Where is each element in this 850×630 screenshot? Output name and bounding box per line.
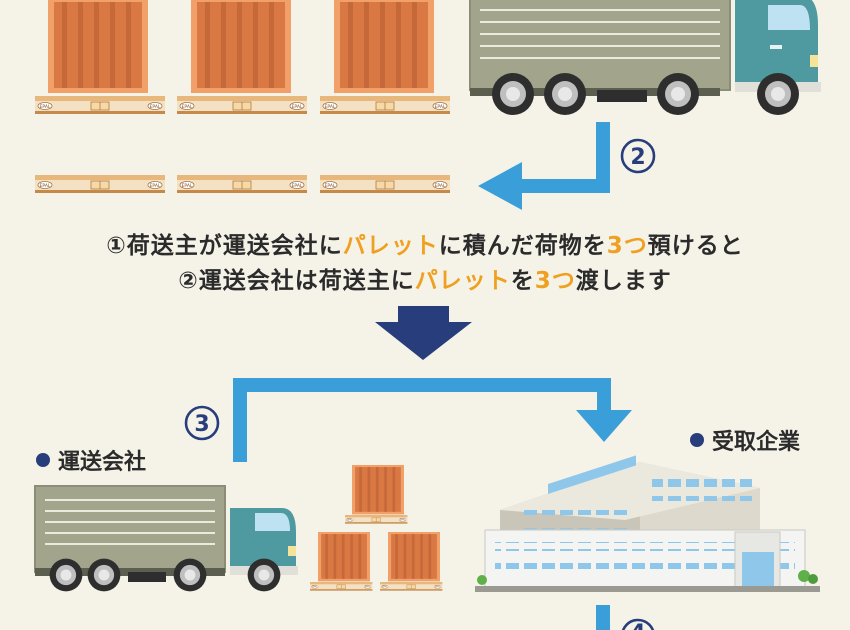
caption-line-2-segment: 3つ [534,268,576,294]
caption-line-2-segment: 渡します [575,268,672,294]
caption-line-1-segment: パレット [342,233,439,259]
down-arrow [375,306,472,360]
caption-line-2-segment: を [510,268,535,294]
bullet-dot [36,453,50,467]
return-arrow [478,122,610,210]
loaded-pallet-1 [34,0,166,115]
empty-pallet-3 [319,174,451,194]
caption-line-1-segment: ①荷送主が運送会社に [106,233,343,259]
empty-pallet-1 [34,174,166,194]
bullet-dot [690,433,704,447]
empty-pallet-2 [176,174,308,194]
caption-line-1: ①荷送主が運送会社にパレットに積んだ荷物を3つ預けると [0,226,850,260]
step-3-badge: 3 [194,412,209,437]
caption-line-2-segment: ②運送会社は荷送主に [178,268,415,294]
step-4-arrow [596,605,610,630]
step-4-badge: 4 [630,621,645,630]
delivery-arrow [233,378,632,462]
caption-line-2: ②運送会社は荷送主にパレットを3つ渡します [0,261,850,295]
loaded-pallet-2 [176,0,308,115]
carrier-truck [34,485,298,592]
top-truck [469,0,821,115]
loaded-pallet-3 [319,0,451,115]
caption-line-1-segment: に積んだ荷物を [438,233,607,259]
caption-line-2-segment: パレット [414,268,511,294]
receiver-building [475,455,820,592]
step-2-badge: 2 [630,145,645,170]
caption-line-1-segment: 預けると [647,233,744,259]
receiver-label: 受取企業 [690,424,800,456]
stacked-crates [309,465,443,591]
carrier-label-text: 運送会社 [58,450,147,475]
carrier-label: 運送会社 [36,444,146,476]
caption-line-1-segment: 3つ [606,233,648,259]
receiver-label-text: 受取企業 [712,430,801,455]
